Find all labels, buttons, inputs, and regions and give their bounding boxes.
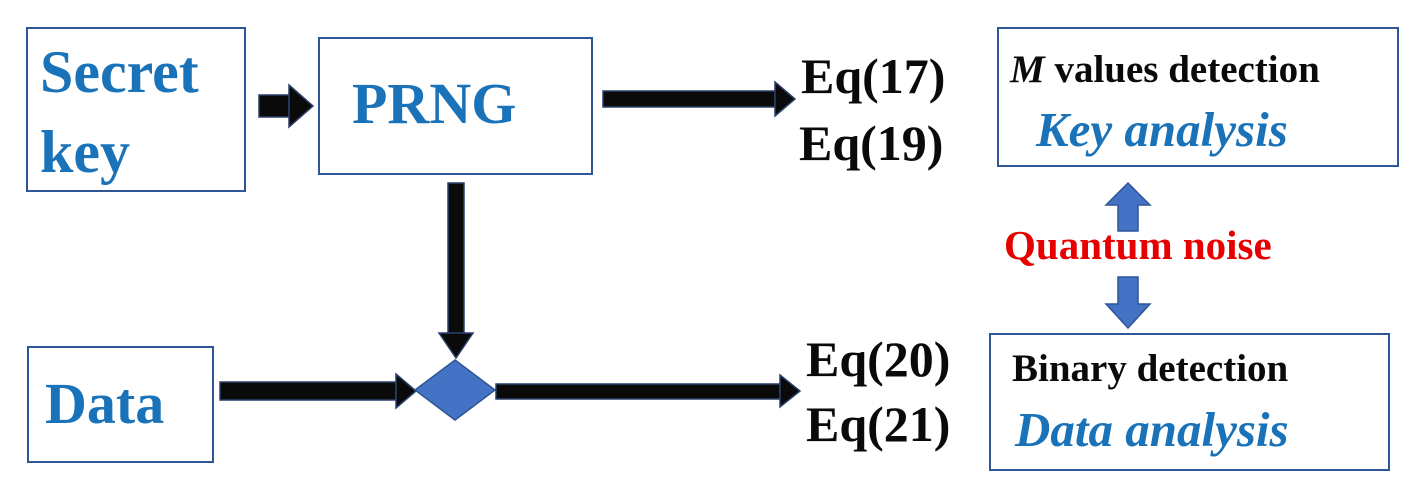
arrow-key-to-prng: [258, 83, 315, 129]
secret-key-box: [26, 27, 246, 192]
prng-label: PRNG: [352, 71, 516, 136]
secret-key-label-line1: Secret: [40, 39, 199, 105]
eq19-label: Eq(19): [799, 115, 943, 171]
eq20-label: Eq(20): [806, 331, 950, 387]
m-values-detection-box: [997, 27, 1399, 167]
eq21-label: Eq(21): [806, 396, 950, 452]
data-label: Data: [45, 371, 164, 436]
arrow-data-to-mixer: [219, 372, 418, 410]
up-arrow-icon: [1104, 181, 1152, 232]
m-values-detection-rest: values detection: [1045, 48, 1320, 91]
binary-detection-box: [989, 333, 1390, 471]
prng-box: [318, 37, 593, 175]
arrow-prng-to-eq17: [602, 80, 797, 118]
m-values-detection-title: M values detection: [1009, 48, 1320, 91]
eq17-label: Eq(17): [801, 48, 945, 104]
arrow-mixer-to-eq20: [495, 373, 802, 409]
arrow-prng-to-mixer: [437, 182, 475, 360]
binary-detection-title: Binary detection: [1012, 347, 1289, 390]
data-analysis-label: Data analysis: [1014, 402, 1289, 457]
key-analysis-label: Key analysis: [1035, 102, 1288, 157]
down-arrow-icon: [1104, 276, 1152, 330]
secret-key-label-line2: key: [40, 119, 130, 185]
data-box: [27, 346, 214, 463]
m-symbol: M: [1009, 48, 1046, 91]
quantum-noise-label: Quantum noise: [1004, 222, 1272, 268]
mixer-diamond: [413, 359, 497, 421]
